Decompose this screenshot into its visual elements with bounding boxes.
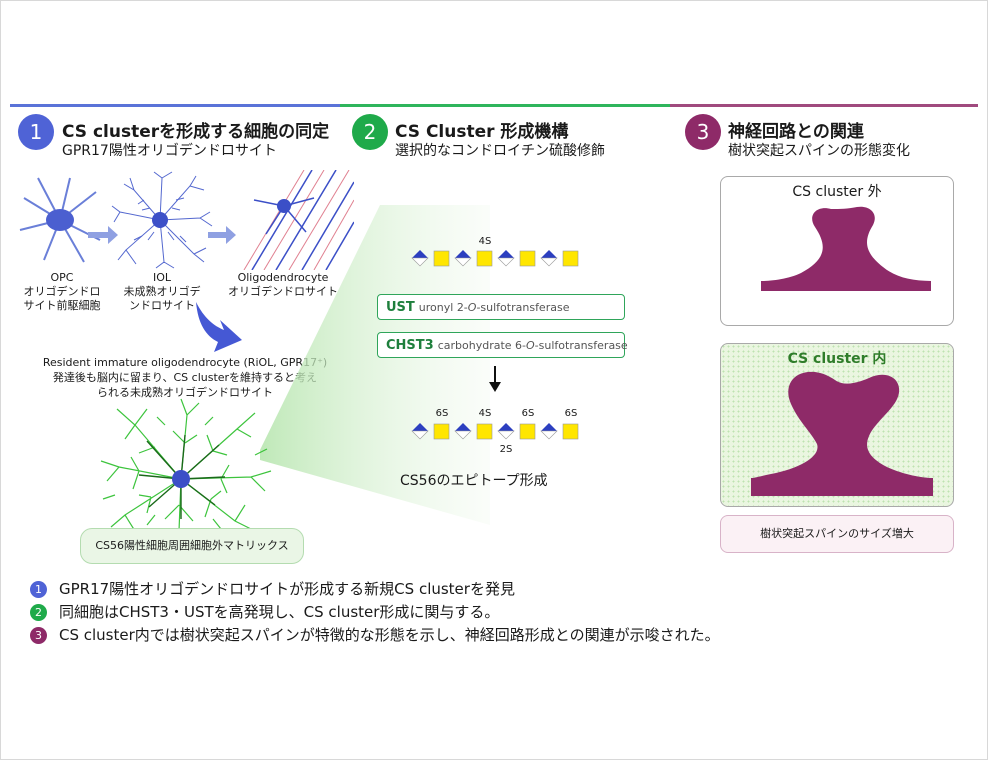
matrix-label: CS56陽性細胞周囲細胞外マトリックス (95, 539, 289, 552)
spine-result-box: 樹状突起スパインのサイズ増大 (720, 515, 954, 553)
curved-arrow-icon (196, 302, 242, 352)
section2-topline (340, 104, 670, 107)
section3-number: 3 (685, 114, 721, 150)
sulfation-label-4s: 4S (478, 408, 492, 419)
bullet-text-2: 同細胞はCHST3・USTを高発現し、CS cluster形成に関与する。 (59, 603, 500, 621)
section2-subtitle: 選択的なコンドロイチン硫酸修飾 (395, 143, 605, 159)
section2-title: CS Cluster 形成機構 (395, 122, 569, 142)
spine-outside-box: CS cluster 外 (720, 176, 954, 326)
spine-large-shape (751, 371, 933, 496)
arrow-icon (208, 226, 236, 244)
riol-line1: Resident immature oligodendrocyte (RiOL,… (42, 356, 328, 369)
ust-full-name: uronyl 2-O-sulfotransferase (418, 301, 570, 314)
riol-description: Resident immature oligodendrocyte (RiOL,… (20, 355, 350, 400)
ust-abbr: UST (386, 300, 415, 315)
bullet-item-2: 2 同細胞はCHST3・USTを高発現し、CS cluster形成に関与する。 (30, 601, 499, 622)
bullet-number-2: 2 (30, 604, 47, 621)
oligodendrocyte-cell-icon (243, 170, 354, 270)
iol-desc-line1: 未成熟オリゴデ (123, 285, 201, 298)
opc-name: OPC (50, 271, 74, 284)
sulfation-label-2s: 2S (499, 444, 513, 455)
section3-subtitle: 樹状突起スパインの形態変化 (728, 143, 910, 159)
arrow-icon (88, 226, 118, 244)
matrix-cell-image (100, 398, 272, 532)
riol-line3: られる未成熟オリゴデンドロサイト (97, 386, 273, 399)
sulfation-label-6s-2: 6S (521, 408, 535, 419)
top-sulfation-label: 4S (478, 236, 492, 247)
down-arrow-icon (489, 366, 501, 392)
section1-number: 1 (18, 114, 54, 150)
cs-chain-after (411, 423, 579, 440)
section3-title: 神経回路との関連 (728, 122, 864, 142)
epitope-caption: CS56のエピトープ形成 (400, 473, 548, 489)
galnac-unit (433, 250, 450, 267)
opc-label: OPC オリゴデンドロ サイト前駆細胞 (14, 271, 110, 313)
cell-lineage-illustration (19, 170, 354, 270)
section3-topline (670, 104, 978, 107)
iol-label: IOL 未成熟オリゴデ ンドロサイト (114, 271, 210, 313)
oligodendrocyte-name: Oligodendrocyte (237, 271, 329, 284)
section2-number: 2 (352, 114, 388, 150)
spine-inside-box: CS cluster 内 (720, 343, 954, 507)
chst3-abbr: CHST3 (386, 338, 434, 353)
riol-line2: 発達後も脳内に留まり、CS clusterを維持すると考え (52, 371, 318, 384)
section1-subtitle: GPR17陽性オリゴデンドロサイト (62, 143, 277, 159)
iol-name: IOL (152, 271, 172, 284)
bullet-number-3: 3 (30, 627, 47, 644)
spine-inside-label: CS cluster 内 (787, 351, 887, 367)
spine-outside-label: CS cluster 外 (792, 184, 882, 200)
bullet-number-1: 1 (30, 581, 47, 598)
sulfation-label-6s-3: 6S (564, 408, 578, 419)
spine-small-shape (761, 206, 931, 291)
bullet-item-3: 3 CS cluster内では樹状突起スパインが特徴的な形態を示し、神経回路形成と… (30, 624, 720, 645)
sulfation-label-6s-1: 6S (435, 408, 449, 419)
glcA-unit (411, 250, 429, 267)
cs-chain-before (411, 250, 579, 267)
opc-desc-line1: オリゴデンドロ (23, 285, 101, 298)
iol-desc-line2: ンドロサイト (129, 299, 195, 312)
section1-title: CS clusterを形成する細胞の同定 (62, 122, 330, 142)
chst3-full-name: carbohydrate 6-O-sulfotransferase (437, 339, 628, 352)
oligodendrocyte-desc-line1: オリゴデンドロサイト (228, 285, 338, 298)
iol-cell-icon (111, 171, 213, 269)
bullet-text-3: CS cluster内では樹状突起スパインが特徴的な形態を示し、神経回路形成との… (59, 626, 720, 644)
bullet-item-1: 1 GPR17陽性オリゴデンドロサイトが形成する新規CS clusterを発見 (30, 578, 515, 599)
spine-result-label: 樹状突起スパインのサイズ増大 (760, 527, 914, 540)
opc-cell-icon (19, 177, 101, 263)
oligodendrocyte-label: Oligodendrocyte オリゴデンドロサイト (218, 271, 348, 299)
zoom-wedge (260, 205, 490, 525)
bullet-text-1: GPR17陽性オリゴデンドロサイトが形成する新規CS clusterを発見 (59, 580, 515, 598)
matrix-label-box: CS56陽性細胞周囲細胞外マトリックス (80, 528, 304, 564)
opc-desc-line2: サイト前駆細胞 (23, 299, 101, 312)
section1-topline (10, 104, 340, 107)
